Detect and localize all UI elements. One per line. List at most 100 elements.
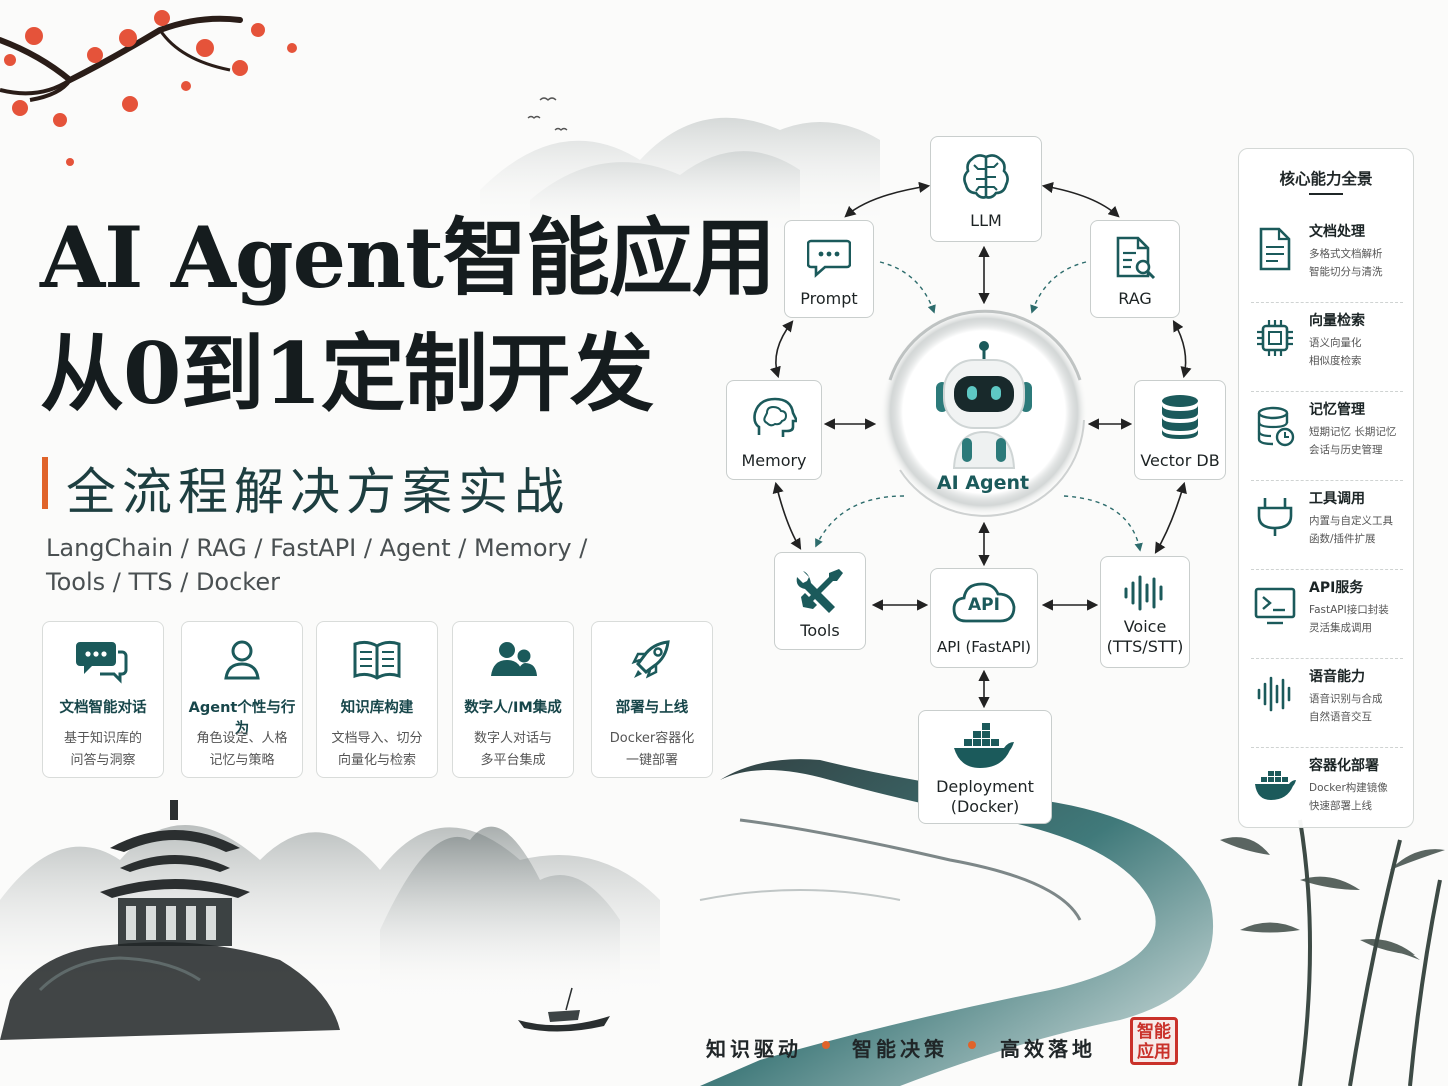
capability-vector-search[interactable]: 向量检索 语义向量化相似度检索 (1251, 304, 1403, 392)
brain-circuit-icon (931, 151, 1041, 201)
capability-title: 语音能力 (1309, 669, 1365, 685)
node-api[interactable]: API API (FastAPI) (930, 568, 1038, 668)
divider (1251, 391, 1403, 392)
feature-card-knowledge-base[interactable]: 知识库构建 文档导入、切分向量化与检索 (316, 621, 438, 778)
feature-card-desc: 基于知识库的问答与洞察 (63, 731, 142, 768)
node-deployment[interactable]: Deployment (Docker) (918, 710, 1052, 824)
docker-whale-icon (1253, 761, 1297, 805)
feature-card-title: 知识库构建 (340, 700, 414, 716)
capability-tool-calling[interactable]: 工具调用 内置与自定义工具函数/插件扩展 (1251, 482, 1403, 570)
subtitle-accent-bar (42, 457, 48, 509)
node-label: RAG (1118, 289, 1152, 308)
waveform-icon (1101, 573, 1189, 613)
capability-memory-management[interactable]: 记忆管理 短期记忆 长期记忆会话与历史管理 (1251, 393, 1403, 481)
capability-title: 记忆管理 (1309, 402, 1365, 418)
title-line-1: AI Agent智能应用 (40, 208, 776, 307)
terminal-icon (1253, 583, 1297, 627)
capability-document-processing[interactable]: 文档处理 多格式文档解析智能切分与清洗 (1251, 215, 1403, 303)
slogan-knowledge-driven: 知识驱动 (706, 1037, 802, 1061)
chat-bubbles-icon (43, 636, 163, 686)
plug-icon (1253, 494, 1297, 538)
cloud-api-icon: API (931, 581, 1037, 625)
capability-api-service[interactable]: API服务 FastAPI接口封装灵活集成调用 (1251, 571, 1403, 659)
head-brain-icon (727, 395, 821, 443)
node-llm[interactable]: LLM (930, 136, 1042, 242)
node-vector-db[interactable]: Vector DB (1134, 380, 1226, 480)
capability-desc: FastAPI接口封装灵活集成调用 (1309, 604, 1389, 634)
node-label: LLM (970, 211, 1002, 230)
waveform-icon (1253, 672, 1297, 716)
panel-title: 核心能力全景 (1279, 170, 1373, 188)
feature-card-title: Agent个性与行为 (188, 700, 296, 737)
chip-icon (1253, 316, 1297, 360)
divider (1251, 658, 1403, 659)
slogan-dot (822, 1041, 830, 1049)
capability-desc: 内置与自定义工具函数/插件扩展 (1309, 515, 1393, 545)
people-icon (453, 636, 573, 686)
capability-voice[interactable]: 语音能力 语音识别与合成自然语音交互 (1251, 660, 1403, 748)
divider (1251, 480, 1403, 481)
node-memory[interactable]: Memory (726, 380, 822, 480)
tech-stack-line-2: Tools / TTS / Docker (46, 568, 280, 596)
capability-title: API服务 (1309, 580, 1364, 596)
node-rag[interactable]: RAG (1090, 220, 1180, 318)
node-label: Voice (TTS/STT) (1106, 617, 1184, 656)
node-label: Prompt (800, 289, 858, 308)
core-capabilities-panel: 核心能力全景 文档处理 多格式文档解析智能切分与清洗 向量检索 语义向量化相似度… (1238, 148, 1414, 828)
database-icon (1135, 393, 1225, 441)
red-seal-stamp: 智能 应用 (1130, 1017, 1178, 1065)
feature-card-desc: 数字人对话与多平台集成 (473, 731, 552, 768)
capability-desc: 语音识别与合成自然语音交互 (1309, 693, 1383, 723)
slogan-dot (968, 1041, 976, 1049)
feature-card-deploy[interactable]: 部署与上线 Docker容器化一键部署 (591, 621, 713, 778)
book-icon (317, 636, 437, 686)
node-label: Deployment (Docker) (936, 777, 1034, 816)
document-search-icon (1091, 235, 1179, 281)
capability-desc: 语义向量化相似度检索 (1309, 337, 1362, 367)
panel-title-underline (1309, 193, 1343, 195)
capability-title: 工具调用 (1309, 491, 1365, 507)
title-line-2: 从0到1定制开发 (40, 324, 654, 423)
slogan-efficient-delivery: 高效落地 (1000, 1037, 1096, 1061)
slogan-smart-decision: 智能决策 (852, 1037, 948, 1061)
message-dots-icon (785, 237, 873, 279)
feature-card-desc: 文档导入、切分向量化与检索 (331, 731, 423, 768)
node-voice[interactable]: Voice (TTS/STT) (1100, 556, 1190, 668)
feature-card-doc-chat[interactable]: 文档智能对话 基于知识库的问答与洞察 (42, 621, 164, 778)
document-icon (1253, 227, 1297, 271)
feature-card-title: 部署与上线 (615, 700, 689, 716)
feature-card-desc: 角色设定、人格记忆与策略 (196, 731, 288, 768)
divider (1251, 747, 1403, 748)
node-label: Memory (741, 451, 807, 470)
capability-desc: 短期记忆 长期记忆会话与历史管理 (1309, 426, 1397, 456)
node-label: Tools (800, 621, 840, 640)
api-badge-text: API (968, 595, 1000, 615)
ai-agent-robot-icon (928, 338, 1040, 472)
capability-desc: 多格式文档解析智能切分与清洗 (1309, 248, 1383, 278)
capability-desc: Docker构建镜像快速部署上线 (1309, 782, 1388, 812)
user-icon (182, 636, 302, 686)
database-icon (1253, 405, 1297, 449)
rocket-icon (592, 636, 712, 686)
capability-containerized-deployment[interactable]: 容器化部署 Docker构建镜像快速部署上线 (1251, 749, 1403, 837)
capability-title: 文档处理 (1309, 224, 1365, 240)
main-title: AI Agent智能应用 从0到1定制开发 (40, 200, 776, 432)
divider (1251, 302, 1403, 303)
wrench-screwdriver-icon (775, 567, 865, 613)
feature-card-title: 数字人/IM集成 (464, 700, 562, 716)
tech-stack-line-1: LangChain / RAG / FastAPI / Agent / Memo… (46, 534, 588, 562)
capability-title: 容器化部署 (1309, 758, 1379, 774)
docker-whale-icon (919, 721, 1051, 771)
feature-card-title: 文档智能对话 (59, 700, 147, 716)
node-label: API (FastAPI) (936, 638, 1032, 656)
node-tools[interactable]: Tools (774, 552, 866, 650)
feature-card-desc: Docker容器化一键部署 (609, 731, 695, 768)
feature-card-agent-persona[interactable]: Agent个性与行为 角色设定、人格记忆与策略 (181, 621, 303, 778)
feature-card-digital-human[interactable]: 数字人/IM集成 数字人对话与多平台集成 (452, 621, 574, 778)
ai-agent-label: AI Agent (936, 472, 1030, 494)
node-label: Vector DB (1140, 451, 1220, 470)
subtitle: 全流程解决方案实战 (66, 463, 570, 521)
node-prompt[interactable]: Prompt (784, 220, 874, 318)
capability-title: 向量检索 (1309, 313, 1365, 329)
